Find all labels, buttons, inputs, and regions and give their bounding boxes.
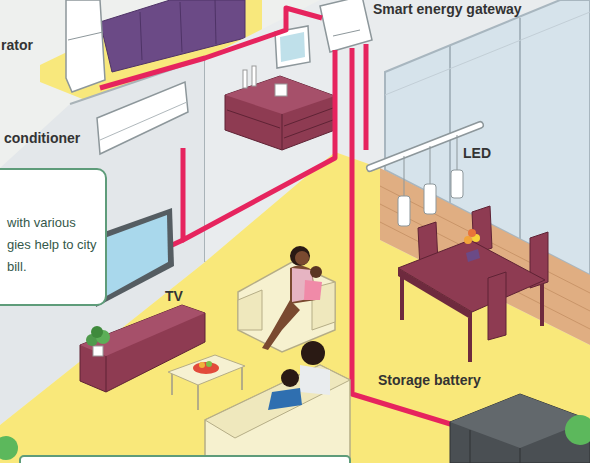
part-label: TV (165, 288, 183, 304)
callout-text: with various gies help to city bill. (7, 212, 99, 278)
part-label: conditioner (4, 130, 80, 146)
callout-box: with various gies help to city bill. (0, 168, 107, 306)
part-label: rator (1, 37, 33, 53)
part-label: LED (463, 145, 491, 161)
part-label: Smart energy gateway (373, 1, 522, 17)
part-label: Storage battery (378, 372, 481, 388)
